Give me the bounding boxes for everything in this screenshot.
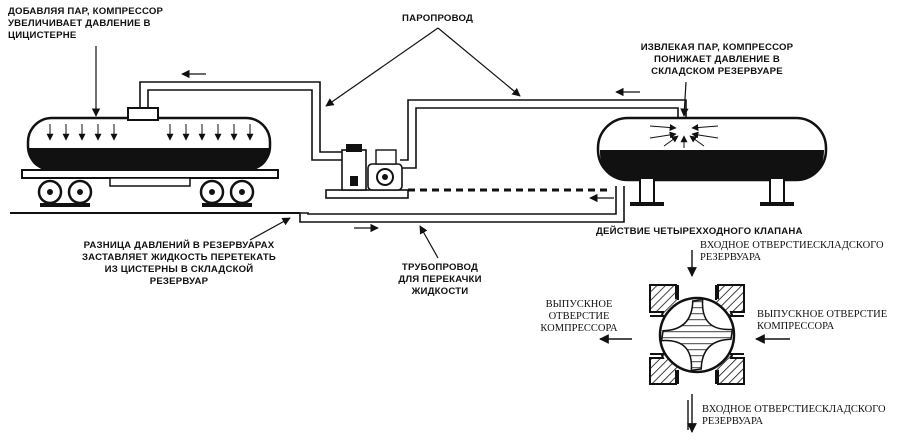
label-outlet-right: ВЫПУСКНОЕ ОТВЕРСТИЕ КОМПРЕССОРА bbox=[757, 309, 888, 332]
label-liquid-pipe: ТРУБОПРОВОД ДЛЯ ПЕРЕКАЧКИ ЖИДКОСТИ bbox=[398, 262, 482, 297]
label-inlet-bottom: ВХОДНОЕ ОТВЕРСТИЕСКЛАДСКОГО РЕЗЕРВУАРА bbox=[702, 404, 886, 427]
label-storage-pressure: ИЗВЛЕКАЯ ПАР, КОМПРЕССОР ПОНИЖАЕТ ДАВЛЕН… bbox=[640, 42, 794, 77]
label-vapor-pipe: ПАРОПРОВОД bbox=[402, 13, 474, 24]
liquid-pipe bbox=[299, 186, 625, 223]
vapor-pipe-left bbox=[139, 81, 342, 161]
label-valve-title: ДЕЙСТВИЕ ЧЕТЫРЕХХОДНОГО КЛАПАНА bbox=[596, 226, 803, 237]
rail-tank-car bbox=[21, 107, 279, 207]
four-way-valve bbox=[648, 283, 746, 386]
label-tank-car-pressure: ДОБАВЛЯЯ ПАР, КОМПРЕССОР УВЕЛИЧИВАЕТ ДАВ… bbox=[8, 6, 164, 41]
label-inlet-top: ВХОДНОЕ ОТВЕРСТИЕСКЛАДСКОГО РЕЗЕРВУАРА bbox=[700, 240, 884, 263]
storage-tank bbox=[596, 116, 828, 206]
label-outlet-left: ВЫПУСКНОЕ ОТВЕРСТИЕ КОМПРЕССОРА bbox=[540, 299, 618, 334]
vapor-pipe-right bbox=[400, 99, 687, 169]
compressor-unit bbox=[325, 144, 409, 199]
label-pressure-difference: РАЗНИЦА ДАВЛЕНИЙ В РЕЗЕРВУАРАХ ЗАСТАВЛЯЕ… bbox=[81, 240, 277, 287]
